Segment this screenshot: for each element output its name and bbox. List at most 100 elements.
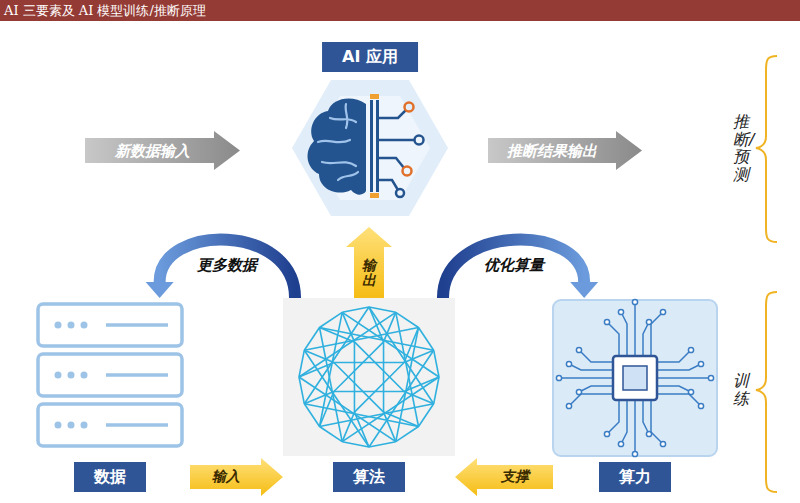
node-label: 算力 [599,462,671,492]
polyhedron [299,307,439,447]
polyhedron-edge [342,442,369,447]
stage-label: 训练 [733,372,749,407]
edge-label: 优化算量 [481,254,547,275]
flow-arrow [190,458,283,496]
circuit-pad [604,319,609,324]
circuit-trace [569,364,613,370]
node-box: 算力 [553,298,717,494]
server-lights [55,322,88,429]
title-bar: AI 三要素及 AI 模型训练/推断原理 [0,0,800,21]
polyhedron-edge [299,377,304,404]
polyhedron-edge [342,307,369,312]
circuit-pad [604,431,609,436]
node-label: 算法 [333,462,405,492]
circuit-trace [559,377,613,379]
circuit-trace [643,400,649,434]
circuit-trace [621,312,627,356]
circuit-trace [621,400,627,444]
circuit-pad [708,375,713,380]
circuit-dot [396,189,404,197]
edge-label: 支撑 [501,468,529,486]
brain-mark [370,193,379,198]
brain-folds [318,104,358,180]
circuit-pad [660,309,665,314]
circuit-pad [660,441,665,446]
polyhedron-edge [354,412,369,447]
polyhedron-edge [334,391,404,393]
node-box: AI 应用 [300,42,440,227]
chip [613,356,657,400]
circuit-pad [618,441,623,446]
polyhedron-edge [369,307,396,312]
node-box: 算法 [283,298,455,494]
circuit-trace [657,350,691,362]
polyhedron-edge [396,312,419,327]
polyhedron-edge [342,312,354,342]
circuit-trace [643,322,649,356]
polyhedron-edge [354,342,356,412]
chip-core [623,366,647,390]
polyhedron-edge [396,312,419,426]
bracket [756,292,777,492]
circuit-trace [651,312,663,356]
arrow-head [146,282,174,298]
circuit-pad [632,451,637,456]
polyhedron-edge [342,412,354,442]
circuit-pad [698,403,703,408]
circuit-pad [556,375,561,380]
edge-label: 输出 [362,257,376,288]
edge-label: 输入 [212,468,240,486]
polyhedron-edge [334,362,384,412]
polyhedron-edge [304,404,319,427]
flow-arrow [346,227,392,298]
circuit-pad [688,347,693,352]
circuit-trace [579,386,613,392]
brain-hexagon [292,80,448,216]
node-label: 数据 [74,462,146,492]
circuit-pad [698,361,703,366]
algorithm-panel [283,298,455,456]
polyhedron-edge [396,328,419,442]
polyhedron-edge [304,328,319,351]
server-stack [38,304,182,446]
circuit-pad [566,361,571,366]
circuit-trace [607,322,619,356]
polyhedron-edge [383,342,385,412]
polyhedron-edge [320,312,343,327]
node-box: 数据 [30,298,190,494]
polyhedron-edge [304,350,334,362]
circuit-dot [415,136,424,145]
curve-line [160,240,295,298]
polyhedron-edge [304,392,334,404]
polyhedron-edge [354,362,404,412]
polyhedron-edge [434,350,439,377]
polyhedron-edge [369,307,384,342]
polyhedron-edge [320,426,343,441]
bracket [756,56,777,242]
flow-arrow [455,458,553,496]
circuit-trace [657,386,691,392]
circuit-dot [405,103,414,112]
circuit-traces [556,299,713,456]
circuit-trace [634,400,636,454]
circuit-trace [657,394,701,406]
arrow-head [570,282,598,298]
polyhedron-edge [299,362,334,377]
chip-panel [553,300,717,456]
brain-divider [370,100,373,192]
polyhedron-edge [434,377,439,404]
circuit-pad [618,309,623,314]
circuit-pad [576,347,581,352]
polyhedron-edge [299,350,304,377]
output-arrow [488,131,642,170]
polyhedron-edge [334,362,404,364]
circuit-trace [634,302,636,356]
curve-line [443,240,584,298]
circuit-pad [632,299,637,304]
curved-arrow [443,240,598,298]
circuit-pad [566,403,571,408]
circuit-trace [657,364,701,370]
arrow-text: 推断结果输出 [507,141,597,160]
